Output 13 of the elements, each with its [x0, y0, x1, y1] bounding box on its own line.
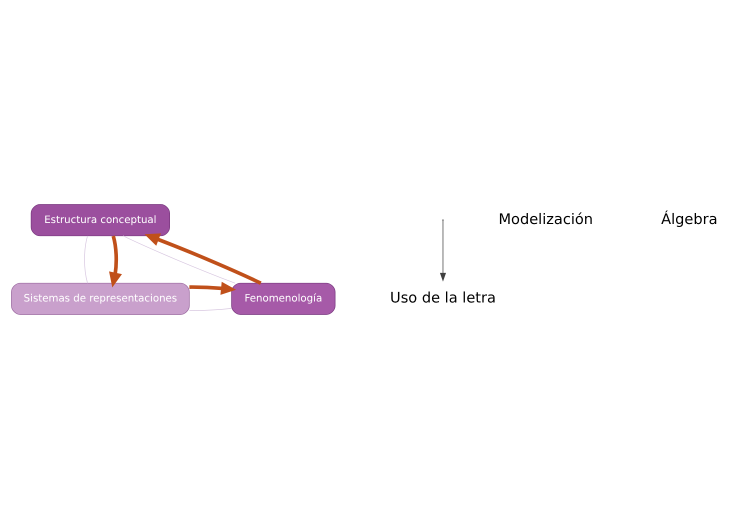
label: Álgebra: [661, 210, 718, 228]
connector: [189, 308, 232, 310]
node-box: Fenomenología: [231, 282, 336, 314]
connector: [122, 234, 236, 284]
node-box: Estructura conceptual: [30, 204, 170, 236]
arrow: [440, 220, 446, 282]
arrow: [144, 232, 262, 284]
label: Modelización: [498, 210, 594, 228]
node-text: Uso de la letra: [390, 289, 496, 306]
node-box: Sistemas de representaciones: [11, 282, 190, 314]
arrow: [109, 234, 122, 288]
connector: [84, 235, 88, 283]
arrow: [189, 281, 236, 294]
